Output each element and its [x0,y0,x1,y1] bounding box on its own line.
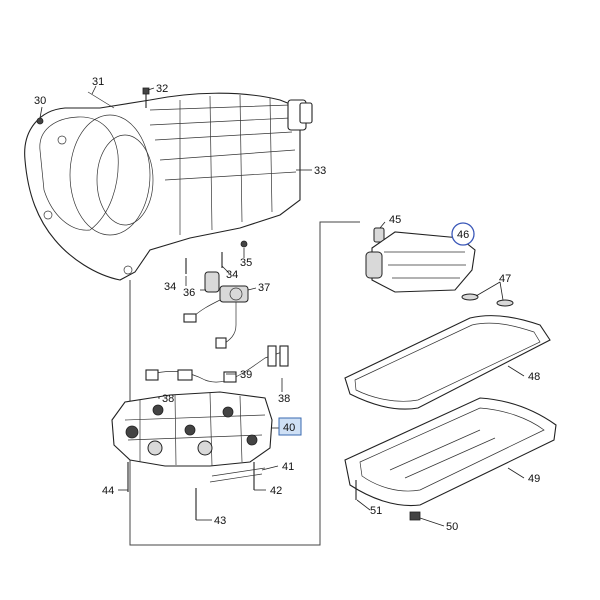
callout-38b: 38 [278,393,290,405]
oil-pan [344,397,557,521]
callout-50: 50 [446,521,458,533]
callout-37: 37 [258,282,270,294]
callout-32: 32 [156,83,168,95]
transmission-filter [365,227,476,293]
callout-34b: 34 [226,269,238,281]
filter-seals [461,293,514,307]
callout-40-highlight-box [278,417,302,436]
callout-44: 44 [102,485,114,497]
callout-46: 46 [457,229,469,241]
transmission-case [24,92,313,281]
callout-40: 40 [283,422,295,434]
callout-33: 33 [314,165,326,177]
valve-body [111,391,273,467]
callout-43: 43 [214,515,226,527]
case-fasteners [36,87,248,293]
callout-46-highlight-circle [451,222,475,246]
callout-31: 31 [92,76,104,88]
callout-36: 36 [183,287,195,299]
wiring-harness [145,345,289,383]
callout-34a: 34 [164,281,176,293]
callout-41: 41 [282,461,294,473]
callout-51: 51 [370,505,382,517]
callout-labels: 30 31 32 33 34 34 35 36 37 38 38 39 40 4… [34,76,540,533]
callout-38a: 38 [162,393,174,405]
valve-body-fasteners [127,462,266,520]
exploded-view-frame [129,221,360,546]
solenoid-harness [183,285,249,349]
callout-42: 42 [270,485,282,497]
pan-gasket [344,315,551,410]
callout-48: 48 [528,371,540,383]
callout-35: 35 [240,257,252,269]
callout-45: 45 [389,214,401,226]
callout-47: 47 [499,273,511,285]
callout-49: 49 [528,473,540,485]
callout-39: 39 [240,369,252,381]
callout-30: 30 [34,95,46,107]
